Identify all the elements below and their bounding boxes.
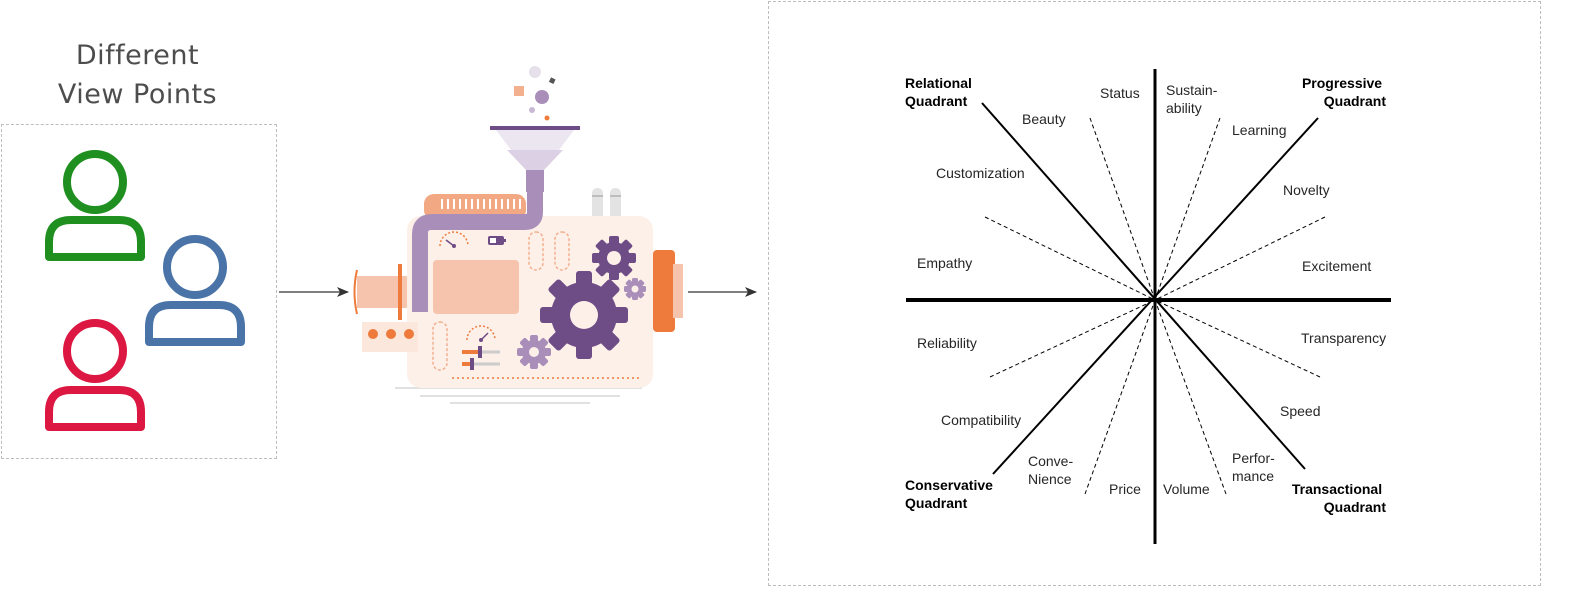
person-green-icon — [45, 150, 145, 261]
view-points-heading: Different View Points — [40, 36, 235, 114]
person-red-icon — [45, 319, 145, 431]
excitement-label: Excitement — [1302, 258, 1371, 274]
diagonal-progressive-conservative — [992, 117, 1319, 475]
reliability-label: Reliability — [917, 335, 977, 351]
learning-label: Learning — [1232, 122, 1287, 138]
performance-label: Perfor- mance — [1232, 450, 1279, 484]
quadrant-axes — [906, 69, 1391, 544]
quadrant-chart-box — [768, 1, 1541, 586]
beauty-label: Beauty — [1022, 111, 1066, 127]
attribute-dividers — [984, 117, 1326, 495]
status-label: Status — [1100, 85, 1140, 101]
relational-quadrant-label: Relational Quadrant — [905, 75, 976, 109]
empathy-label: Empathy — [917, 255, 972, 271]
diagonal-relational-transactional — [981, 102, 1306, 470]
heading-line-2: View Points — [57, 79, 218, 110]
progressive-quadrant-label: Progressive Quadrant — [1302, 75, 1386, 109]
convenience-label: Conve- Nience — [1028, 453, 1077, 487]
sustainability-label: Sustain- ability — [1166, 82, 1221, 116]
customization-label: Customization — [936, 165, 1025, 181]
price-label: Price — [1109, 481, 1141, 497]
novelty-label: Novelty — [1283, 182, 1330, 198]
people-box — [1, 124, 277, 459]
speed-label: Speed — [1280, 403, 1320, 419]
compatibility-label: Compatibility — [941, 412, 1021, 428]
conservative-quadrant-label: Conservative Quadrant — [905, 477, 997, 511]
processing-machine-illustration — [353, 66, 683, 404]
transactional-quadrant-label: Transactional Quadrant — [1292, 481, 1386, 515]
volume-label: Volume — [1163, 481, 1210, 497]
heading-line-1: Different — [75, 40, 200, 71]
person-blue-icon — [145, 235, 245, 346]
transparency-label: Transparency — [1301, 330, 1386, 346]
